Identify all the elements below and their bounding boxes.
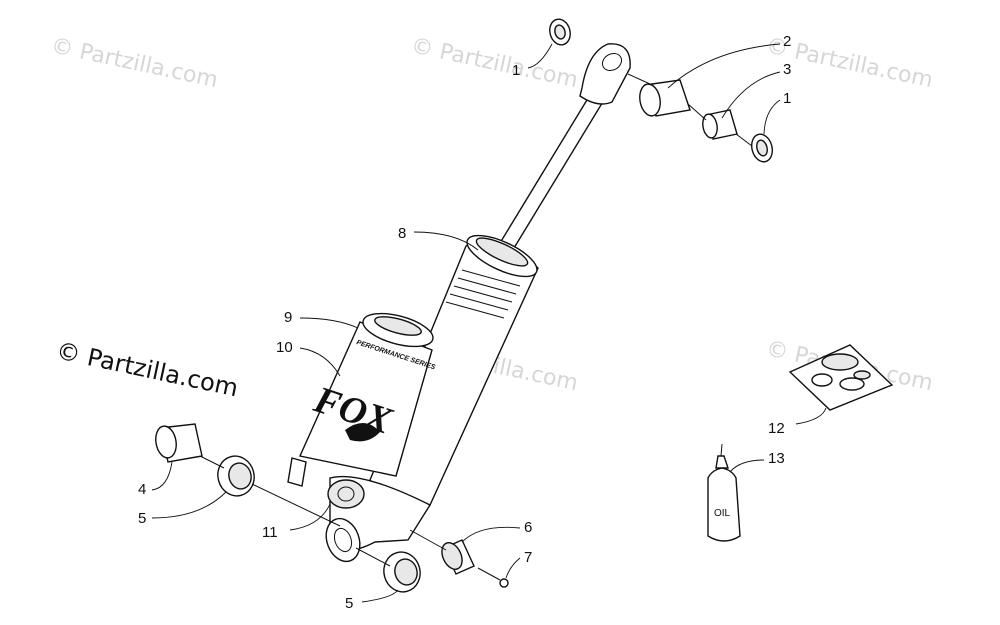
upper-eye-mount bbox=[579, 43, 631, 105]
piston-rod bbox=[498, 94, 606, 249]
leader-lines bbox=[151, 43, 827, 603]
adjuster-knob-center bbox=[337, 486, 355, 502]
seal-left-inner bbox=[228, 462, 252, 490]
callout-1-top: 1 bbox=[512, 62, 520, 79]
callout-7: 7 bbox=[524, 549, 532, 566]
washer-top-hole bbox=[554, 24, 566, 40]
assembly-lines bbox=[199, 73, 753, 567]
spacer-small-end bbox=[702, 113, 718, 139]
callout-labels: 1 2 3 1 8 9 10 4 5 11 6 7 5 12 13 bbox=[138, 33, 791, 612]
oil-bottle-nozzle bbox=[720, 443, 723, 457]
callout-3: 3 bbox=[783, 61, 791, 78]
body-top-seal bbox=[475, 237, 529, 267]
callout-5-left: 5 bbox=[138, 510, 146, 527]
callout-1-right: 1 bbox=[783, 90, 791, 107]
fox-logo-tail bbox=[345, 422, 380, 442]
copyright-mark: © Partzilla.com bbox=[54, 336, 241, 402]
seal-kit-oring-c bbox=[853, 370, 871, 380]
seal-kit-oring-a bbox=[811, 373, 833, 387]
seal-kit-packet bbox=[788, 344, 894, 411]
watermark-top-left: © Partzilla.com bbox=[49, 33, 220, 93]
oil-bottle-label: OIL bbox=[714, 508, 731, 519]
adjuster-cap-face bbox=[441, 542, 463, 570]
reservoir-cap-top bbox=[374, 316, 422, 336]
oil-bottle-neck bbox=[715, 455, 729, 469]
adjuster-knob bbox=[327, 479, 365, 509]
screw-shank bbox=[477, 567, 501, 581]
callout-10: 10 bbox=[276, 339, 293, 356]
callout-11: 11 bbox=[262, 524, 278, 541]
callout-12: 12 bbox=[768, 420, 785, 437]
bushing-lower-left-end bbox=[155, 425, 177, 459]
screw-head bbox=[499, 578, 509, 588]
callout-8: 8 bbox=[398, 225, 406, 242]
washer-right-hole bbox=[756, 139, 768, 157]
callout-5-bottom: 5 bbox=[345, 595, 353, 612]
reservoir-mount-tab bbox=[287, 457, 307, 487]
upper-eye-hole bbox=[601, 52, 623, 72]
bushing-large-end bbox=[639, 83, 661, 117]
callout-13: 13 bbox=[768, 450, 785, 467]
warning-label bbox=[445, 269, 521, 319]
seal-kit-oring-b bbox=[839, 377, 865, 391]
callout-2: 2 bbox=[783, 33, 791, 50]
callout-4: 4 bbox=[138, 481, 146, 498]
shock-absorber: PERFORMANCE SERIES FOX bbox=[287, 43, 631, 563]
seal-bottom-inner bbox=[394, 558, 418, 586]
lower-eye-hole bbox=[333, 527, 353, 553]
callout-9: 9 bbox=[284, 309, 292, 326]
callout-6: 6 bbox=[524, 519, 532, 536]
lower-eye bbox=[325, 517, 361, 563]
oil-bottle bbox=[707, 467, 741, 542]
seal-kit-oring-large bbox=[821, 353, 859, 371]
